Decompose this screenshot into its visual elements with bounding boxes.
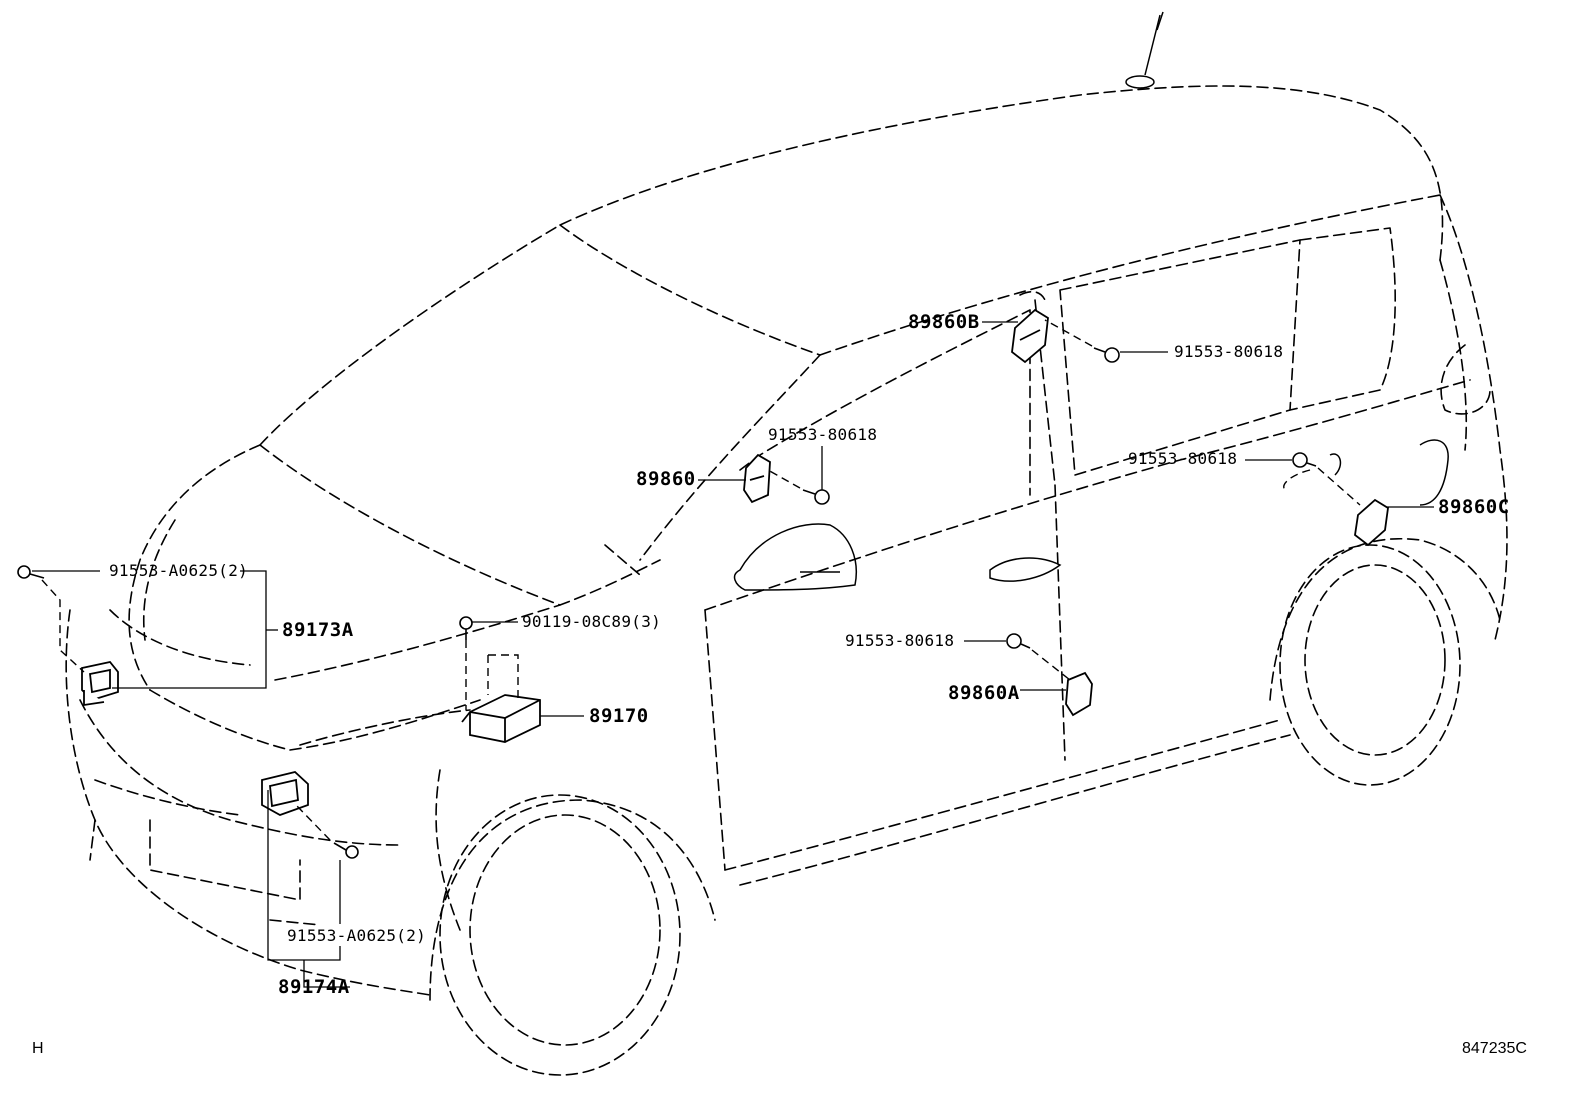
leader-lines (32, 321, 1434, 988)
bolt-a0625-bottom-icon (333, 842, 359, 859)
bolt-90119-icon (459, 616, 473, 640)
bolt-label-80618-89860C: 91553-80618 (1128, 449, 1238, 468)
mounting-lines (41, 319, 1361, 841)
side-sensor-89860-icon (743, 453, 771, 504)
figure-id: 847235C (1462, 1040, 1527, 1057)
front-sensor-89173A-icon (81, 661, 119, 707)
components (81, 308, 1389, 816)
bolt-label-80618-89860A: 91553-80618 (845, 631, 955, 650)
bolt-80618-89860C-icon (1292, 452, 1317, 468)
bolt-80618-89860B-icon (1093, 347, 1120, 363)
door-handle-icon (989, 557, 1062, 582)
antenna-icon (1144, 14, 1161, 76)
bolt-80618-89860-icon (802, 489, 830, 505)
car-solid-details (733, 11, 1449, 591)
bolts (17, 347, 1317, 859)
part-label-89860A: 89860A (948, 682, 1020, 704)
rear-sensor-89860C-icon (1354, 498, 1389, 547)
part-label-89860: 89860 (636, 468, 696, 490)
part-label-89174A: 89174A (278, 976, 350, 998)
bolt-a0625-top-icon (17, 565, 45, 579)
sheet-letter: H (32, 1040, 44, 1057)
front-sensor-89174A-icon (261, 771, 309, 816)
part-label-89860C: 89860C (1438, 496, 1510, 518)
bolt-80618-89860A-icon (1006, 633, 1031, 649)
bolt-label-80618-89860B: 91553-80618 (1174, 342, 1284, 361)
side-sensor-89860B-icon (1011, 308, 1049, 364)
bolt-label-a0625-top: 91553-A0625(2) (109, 561, 249, 580)
side-mirror-icon (733, 523, 857, 591)
part-label-89170: 89170 (589, 705, 649, 727)
car-body-outline (65, 85, 1508, 1076)
airbag-ecu-89170-icon (461, 694, 541, 743)
part-label-89860B: 89860B (908, 311, 980, 333)
bolt-label-a0625-bottom: 91553-A0625(2) (287, 926, 427, 945)
bolt-label-80618-89860: 91553-80618 (768, 425, 878, 444)
side-sensor-89860A-icon (1065, 671, 1093, 717)
part-label-89173A: 89173A (282, 619, 354, 641)
fuel-door-icon (1419, 439, 1449, 506)
bolt-label-90119: 90119-08C89(3) (522, 612, 662, 631)
